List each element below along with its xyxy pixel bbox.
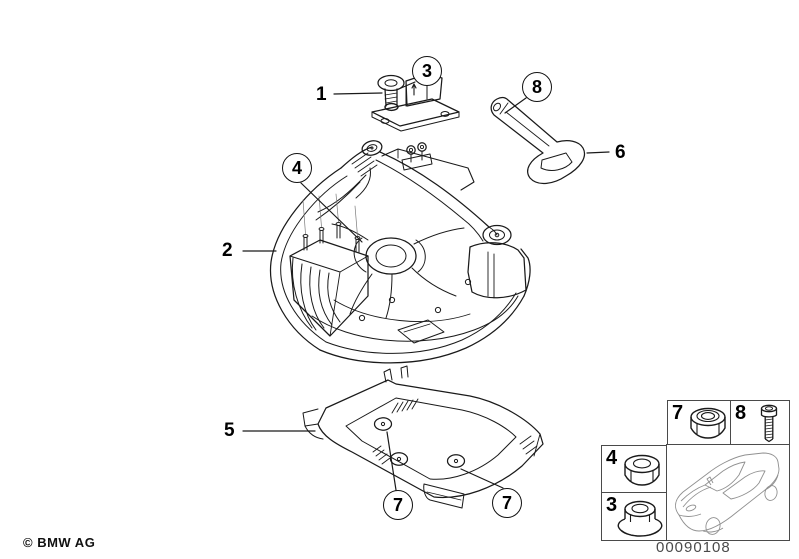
callout-circle-8: 8: [522, 72, 552, 102]
callout-6: 6: [615, 142, 626, 163]
legend-label-7: 7: [672, 402, 684, 424]
flange-nut-icon: [617, 500, 663, 537]
leader-line-3: [400, 81, 416, 89]
legend-cell-3: 3: [601, 492, 667, 541]
callout-circle-7-left: 7: [383, 490, 413, 520]
legend-cell-8: 8: [730, 400, 790, 445]
leader-line-6: [586, 151, 610, 154]
leader-lines: [242, 81, 610, 491]
callout-2: 2: [222, 240, 233, 261]
diagram-number: 00090108: [656, 539, 731, 556]
leader-line-4: [300, 182, 363, 243]
callout-circle-7-right: 7: [492, 488, 522, 518]
lock-nut-icon: [690, 407, 726, 439]
leader-line-7-left: [386, 431, 397, 491]
support-frame-art: [302, 365, 544, 509]
callout-5: 5: [224, 420, 235, 441]
wheel-tray-cover-art: [269, 140, 531, 364]
callout-circle-3: 3: [412, 56, 442, 86]
clamp-screw-bracket-art: [371, 73, 460, 132]
callout-circle-4: 4: [282, 153, 312, 183]
socket-bolt-icon: [760, 404, 778, 443]
bmw-coupe-icon: [675, 452, 780, 535]
callout-1: 1: [316, 84, 327, 105]
legend-label-3: 3: [606, 494, 618, 516]
legend-label-4: 4: [606, 447, 618, 469]
leader-line-7-right: [460, 468, 504, 489]
hex-nut-icon: [624, 454, 660, 486]
leader-line-8: [504, 97, 527, 114]
legend-cell-7: 7: [667, 400, 731, 445]
legend-cell-4: 4: [601, 445, 667, 493]
legend-vehicle-cell: [666, 444, 790, 541]
leader-line-1: [333, 92, 383, 95]
wheel-brace-tool-art: [490, 97, 586, 185]
legend-label-8: 8: [735, 402, 747, 424]
copyright-text: © BMW AG: [23, 535, 96, 550]
